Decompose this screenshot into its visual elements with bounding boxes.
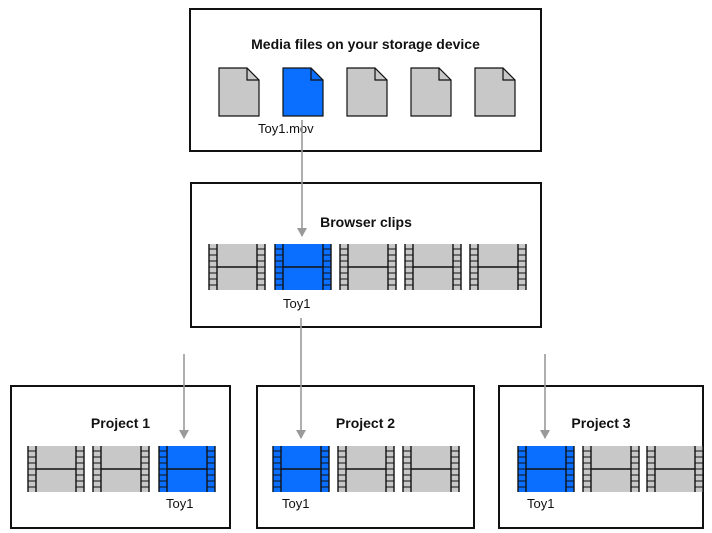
film-clip-icon	[469, 244, 527, 290]
film-clip-icon-selected	[272, 446, 330, 492]
film-clip-icon	[337, 446, 395, 492]
film-clip-icon	[27, 446, 85, 492]
film-clip-icon	[92, 446, 150, 492]
film-clip-icon	[582, 446, 640, 492]
film-clip-icon	[646, 446, 704, 492]
film-clip-icon	[339, 244, 397, 290]
project-2-selected-label: Toy1	[282, 496, 310, 511]
document-icon	[410, 67, 452, 117]
film-clip-icon	[404, 244, 462, 290]
project-1-selected-label: Toy1	[166, 496, 194, 511]
film-clip-icon-selected	[274, 244, 332, 290]
document-icon	[346, 67, 388, 117]
browser-clips-title: Browser clips	[320, 214, 412, 230]
browser-selected-label: Toy1	[283, 296, 311, 311]
storage-selected-label: Toy1.mov	[258, 121, 314, 136]
document-icon	[474, 67, 516, 117]
film-clip-icon-selected	[517, 446, 575, 492]
film-clip-icon	[208, 244, 266, 290]
storage-device-title: Media files on your storage device	[251, 36, 480, 52]
film-clip-icon-selected	[158, 446, 216, 492]
project-1-title: Project 1	[90, 415, 151, 431]
document-icon-selected	[282, 67, 324, 117]
project-2-title: Project 2	[335, 415, 396, 431]
project-3-selected-label: Toy1	[527, 496, 555, 511]
document-icon	[218, 67, 260, 117]
project-3-title: Project 3	[571, 415, 631, 431]
film-clip-icon	[402, 446, 460, 492]
